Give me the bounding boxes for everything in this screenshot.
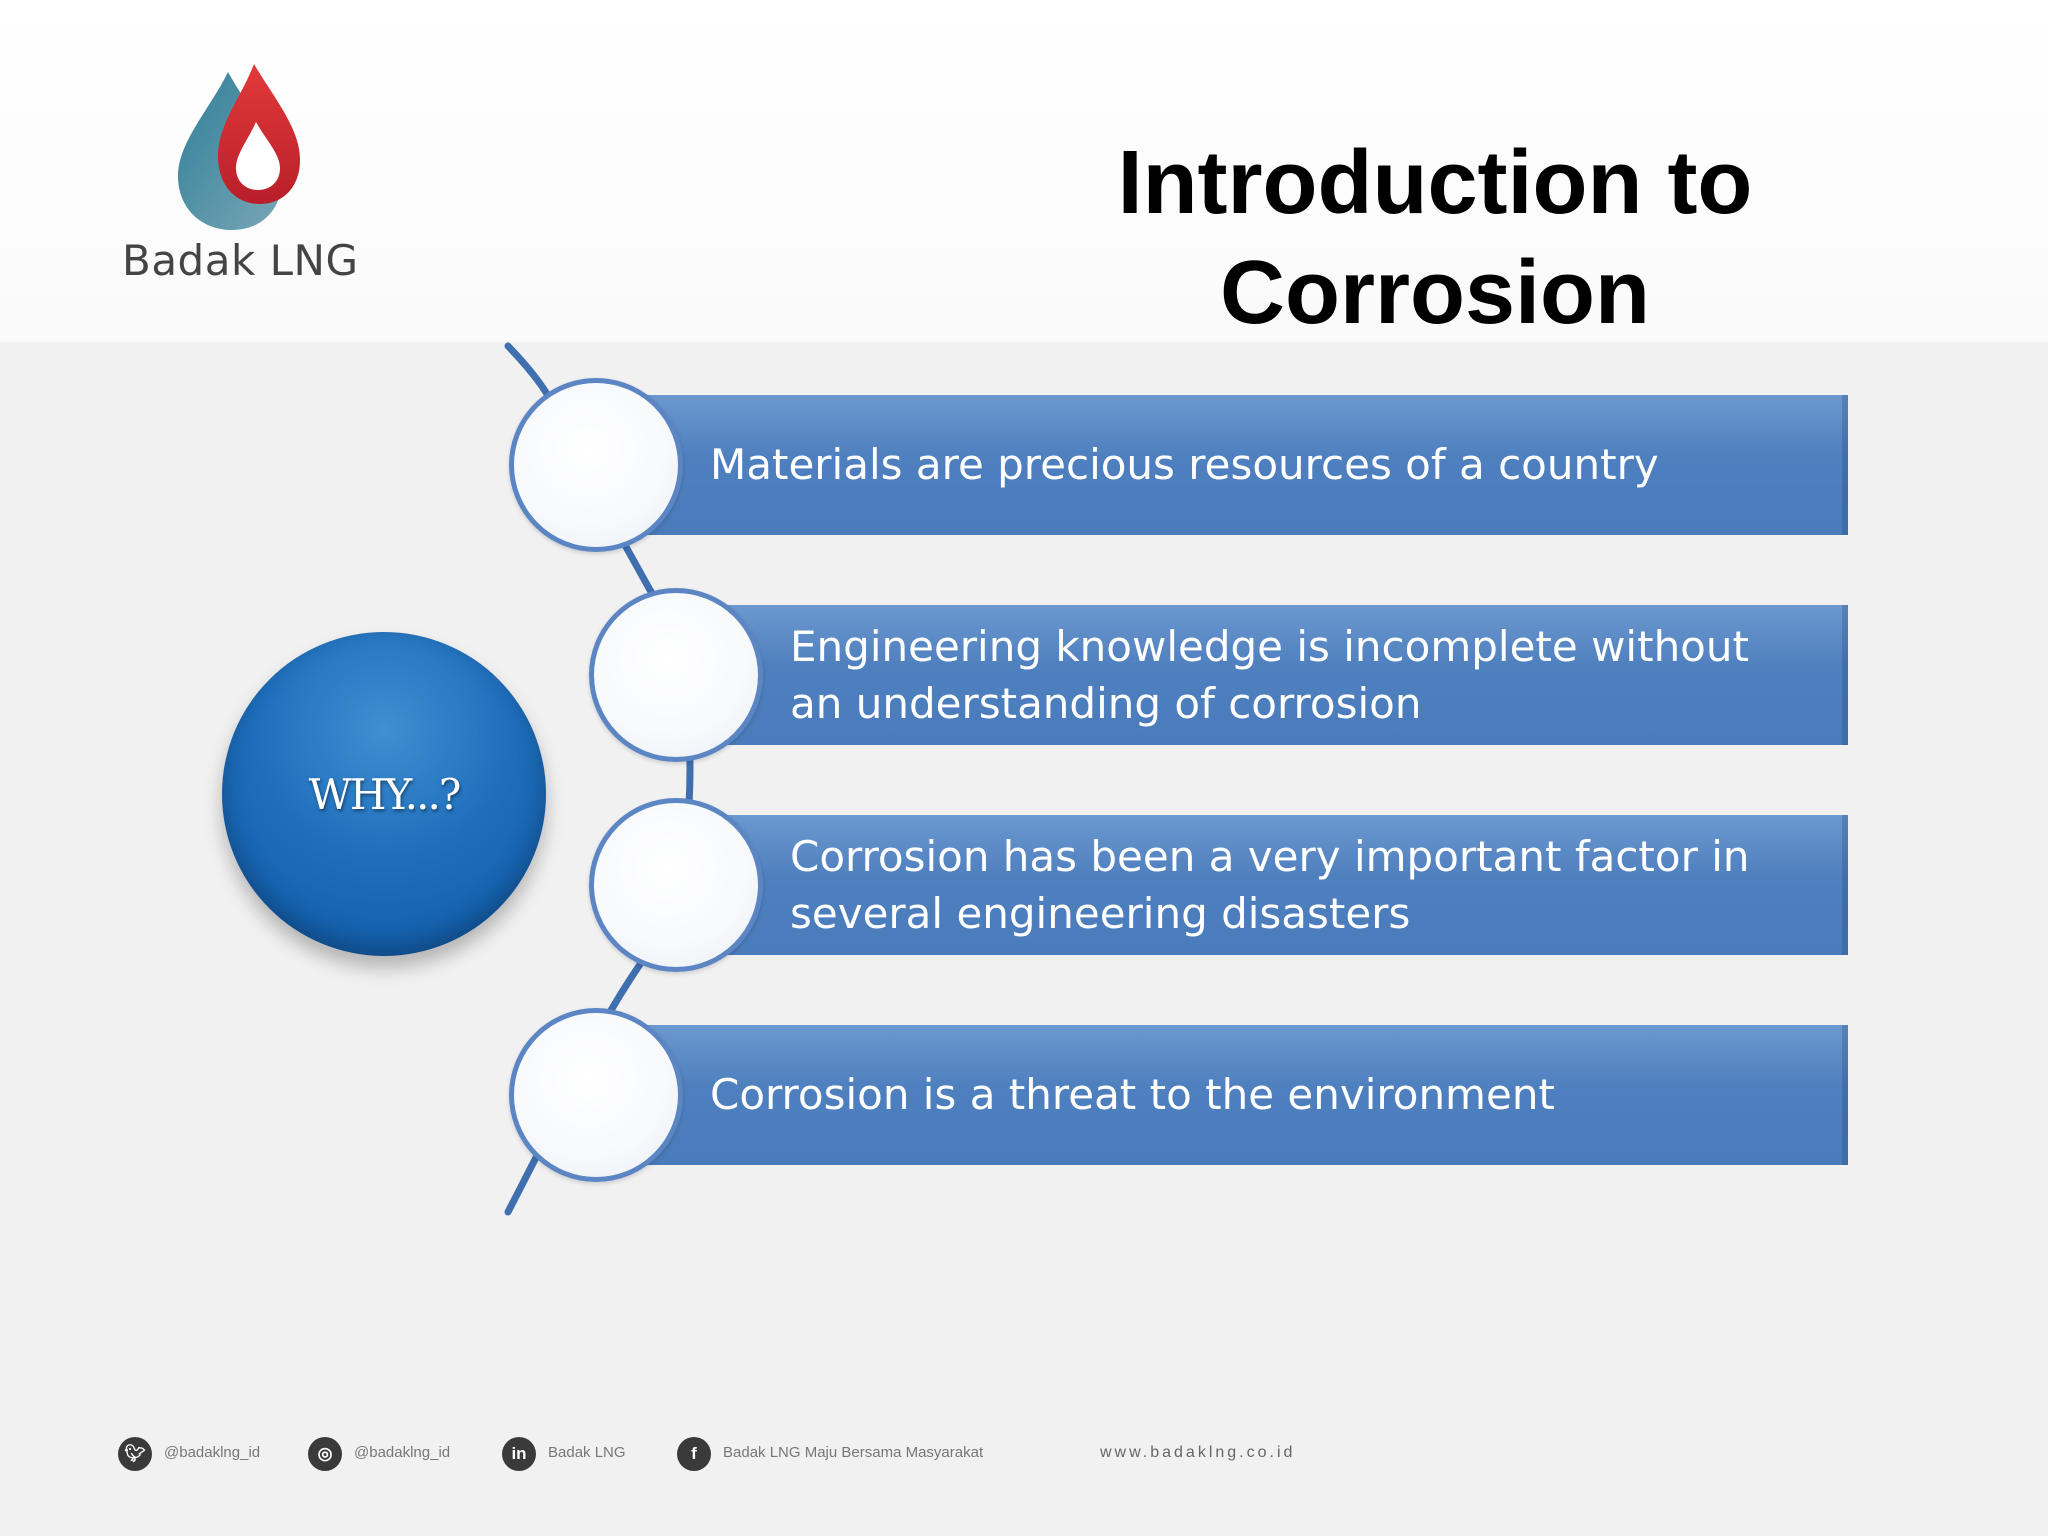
reason-text-3a: Corrosion has been a very important fact… <box>790 832 1750 881</box>
reason-text-4: Corrosion is a threat to the environment <box>710 1070 1555 1119</box>
linkedin-icon[interactable]: in <box>502 1437 536 1471</box>
reason-text-3b: several engineering disasters <box>790 889 1411 938</box>
reason-text-1: Materials are precious resources of a co… <box>710 440 1659 489</box>
brand-name: Badak LNG <box>122 236 359 285</box>
slide-title: Introduction to Corrosion <box>1117 133 1753 343</box>
twitter-handle[interactable]: @badaklng_id <box>164 1444 261 1461</box>
reason-bar-2: Engineering knowledge is incomplete with… <box>700 605 1848 745</box>
reason-bar-4: Corrosion is a threat to the environment <box>620 1025 1848 1165</box>
website-link[interactable]: www.badaklng.co.id <box>1100 1444 1296 1461</box>
node-circle-2 <box>589 588 763 762</box>
linkedin-handle[interactable]: Badak LNG <box>548 1444 626 1461</box>
slide-header: Badak LNG Introduction to Corrosion <box>0 0 2048 343</box>
reason-text-2b: an understanding of corrosion <box>790 679 1422 728</box>
why-label: WHY...? <box>308 770 462 819</box>
instagram-handle[interactable]: @badaklng_id <box>354 1444 451 1461</box>
reason-bar-1: Materials are precious resources of a co… <box>620 395 1848 535</box>
footer <box>0 1420 2048 1480</box>
why-circle <box>222 632 546 956</box>
node-circle-4 <box>509 1008 683 1182</box>
twitter-icon[interactable]: 🐦︎ <box>118 1437 152 1471</box>
facebook-icon[interactable]: f <box>677 1437 711 1471</box>
instagram-icon[interactable]: ◎ <box>308 1437 342 1471</box>
reason-bar-3: Corrosion has been a very important fact… <box>700 815 1848 955</box>
logo-drop-icon <box>178 64 300 230</box>
reason-text-2a: Engineering knowledge is incomplete with… <box>790 622 1749 671</box>
node-circle-1 <box>509 378 683 552</box>
facebook-handle[interactable]: Badak LNG Maju Bersama Masyarakat <box>723 1444 984 1461</box>
node-circle-3 <box>589 798 763 972</box>
